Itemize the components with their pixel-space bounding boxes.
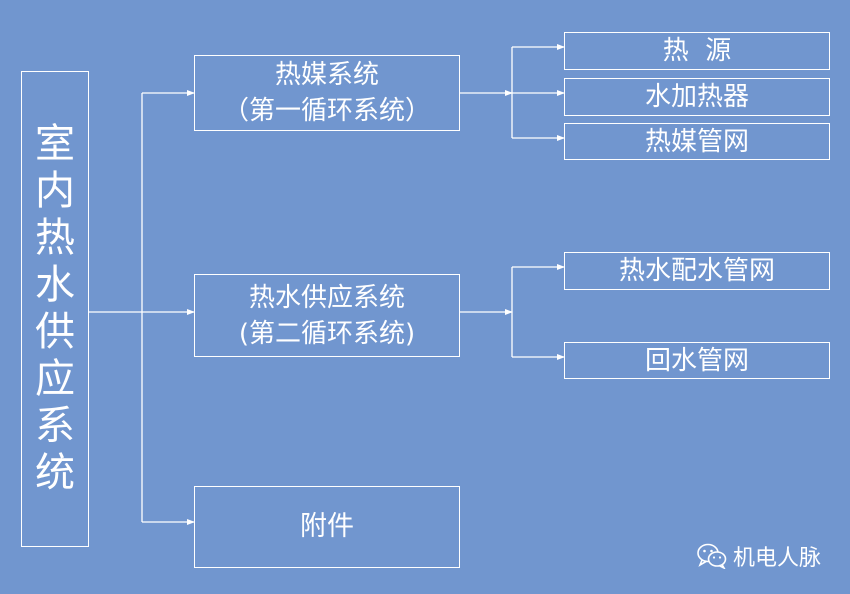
root-char: 内	[35, 168, 75, 214]
heat-medium-system-box: 热媒系统 （第一循环系统）	[194, 55, 460, 131]
fittings-box: 附件	[194, 486, 460, 568]
watermark-text: 机电人脉	[733, 546, 822, 571]
heat-medium-subtitle: （第一循环系统）	[222, 96, 431, 126]
heat-source-label: 热 源	[662, 36, 732, 66]
distribution-label: 热水配水管网	[618, 256, 775, 286]
fittings-label: 附件	[300, 511, 354, 542]
hot-water-subtitle: (第二循环系统)	[238, 318, 416, 349]
hot-water-distribution-pipe-box: 热水配水管网	[564, 252, 830, 290]
root-char: 水	[35, 262, 75, 308]
hot-water-title: 热水供应系统	[248, 282, 405, 313]
root-char: 热	[35, 215, 75, 261]
water-heater-label: 水加热器	[644, 82, 749, 112]
heat-medium-pipe-network-box: 热媒管网	[564, 123, 830, 160]
root-char: 应	[35, 356, 75, 402]
root-char: 供	[35, 309, 75, 355]
root-char: 室	[35, 121, 75, 167]
root-char: 统	[35, 450, 75, 496]
watermark: 机电人脉	[697, 540, 821, 572]
root-system-box: 室 内 热 水 供 应 系 统	[21, 71, 89, 547]
root-char: 系	[35, 403, 75, 449]
water-heater-box: 水加热器	[564, 78, 830, 116]
medium-pipe-label: 热媒管网	[644, 126, 749, 157]
return-water-pipe-box: 回水管网	[564, 342, 830, 379]
heat-medium-title: 热媒系统	[274, 60, 379, 90]
hot-water-supply-system-box: 热水供应系统 (第二循环系统)	[194, 274, 460, 357]
return-pipe-label: 回水管网	[644, 345, 749, 376]
wechat-icon	[697, 543, 727, 569]
heat-source-box: 热 源	[564, 32, 830, 70]
